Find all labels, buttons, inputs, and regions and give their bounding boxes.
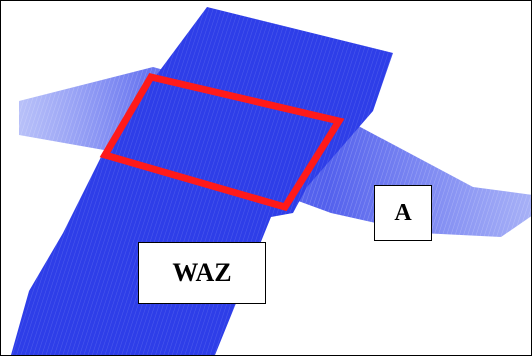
label-a: A	[374, 185, 432, 241]
overlap-highlight-outline	[99, 73, 345, 212]
label-waz: WAZ	[138, 242, 266, 304]
